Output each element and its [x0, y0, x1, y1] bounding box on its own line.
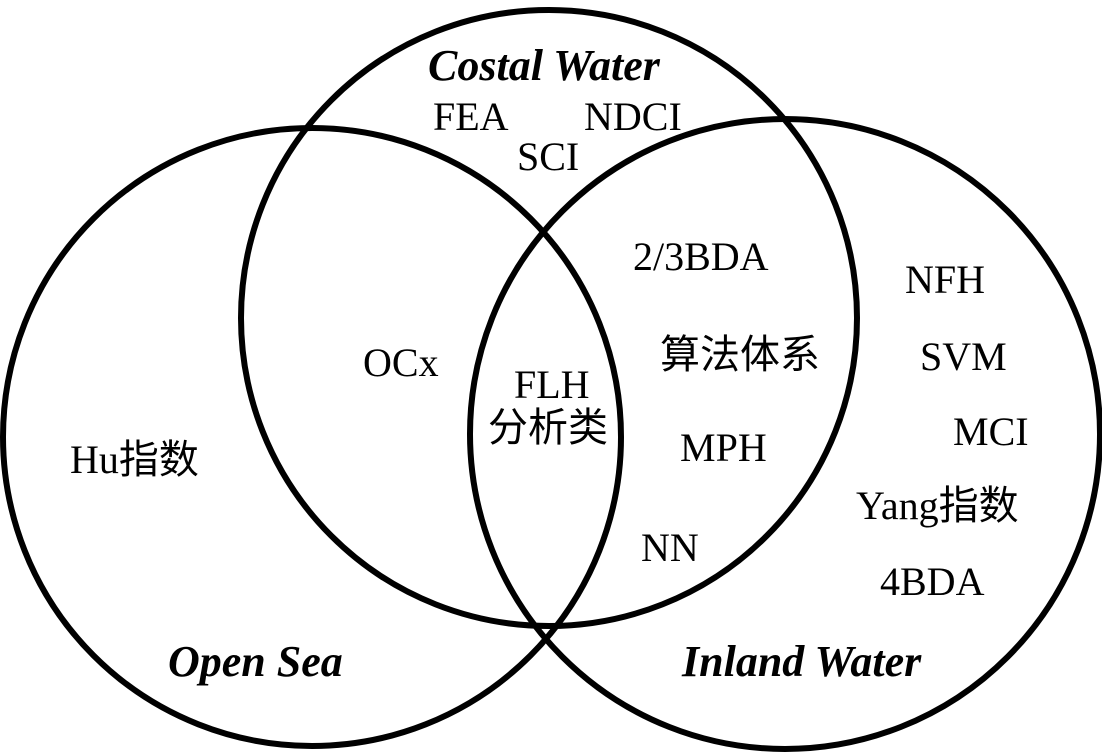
coastal-item: FEA: [433, 94, 509, 139]
coastal-water-title: Costal Water: [428, 41, 660, 90]
open-sea-title: Open Sea: [168, 637, 343, 686]
inland-water-circle: [467, 116, 1102, 752]
coastal-item: SCI: [517, 134, 580, 179]
coastal-inland-item: NN: [641, 525, 699, 570]
coastal-inland-item: 算法体系: [660, 332, 820, 377]
coastal-item: NDCI: [584, 94, 682, 139]
shared-item: 分析类: [488, 405, 608, 450]
shared-item: FLH: [514, 362, 590, 407]
inland-item: SVM: [920, 334, 1007, 379]
coastal-inland-item: 2/3BDA: [633, 234, 769, 279]
open-sea-circle: [0, 125, 624, 749]
open-sea-item: Hu指数: [70, 437, 199, 482]
inland-item: MCI: [953, 409, 1029, 454]
inland-item: NFH: [905, 257, 986, 302]
coastal-water-circle: [238, 7, 860, 629]
coastal-inland-item: MPH: [680, 425, 767, 470]
inland-water-title: Inland Water: [682, 637, 922, 686]
inland-item: 4BDA: [880, 559, 985, 604]
open-coastal-item: OCx: [363, 340, 439, 385]
inland-item: Yang指数: [856, 483, 1019, 528]
